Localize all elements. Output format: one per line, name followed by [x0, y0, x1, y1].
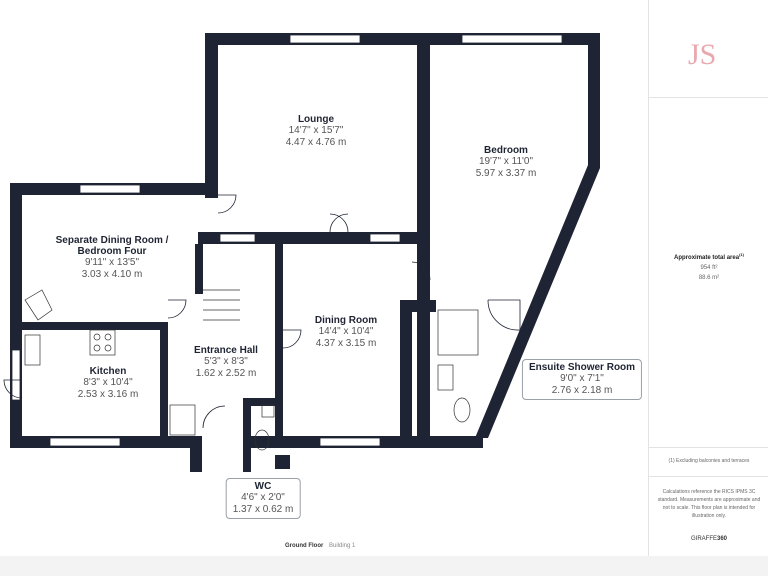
room-size-metric: 1.62 x 2.52 m	[195, 368, 257, 379]
room-size-imperial: 8'3" x 10'4"	[83, 377, 133, 388]
bottom-bar	[0, 556, 768, 576]
brand-name: GIRAFFE	[690, 536, 717, 542]
room-size-metric: 2.76 x 2.18 m	[551, 385, 613, 396]
area-m: 88.6 m²	[698, 275, 720, 281]
room-name: Ensuite Shower Room	[528, 362, 636, 373]
fixtures	[24, 289, 479, 451]
area-note-mark: (1)	[739, 252, 744, 257]
room-size-metric: 4.37 x 3.15 m	[315, 338, 377, 349]
room-size-imperial: 9'0" x 7'1"	[560, 373, 604, 384]
room-size-imperial: 14'7" x 15'7"	[288, 125, 344, 136]
room-size-metric: 2.53 x 3.16 m	[77, 389, 139, 400]
divider	[649, 97, 768, 98]
divider	[649, 476, 768, 477]
room-size-imperial: 19'7" x 11'0"	[478, 156, 534, 167]
info-sidebar: Approximate total area(1) 954 ft² 88.6 m…	[648, 0, 768, 576]
room-size-metric: 1.37 x 0.62 m	[232, 504, 294, 515]
room-name: Bedroom	[484, 145, 528, 156]
room-name: WC	[254, 481, 272, 492]
logo: JS	[688, 38, 717, 71]
room-name: Separate Dining Room /	[55, 235, 169, 246]
room-size-imperial: 9'11" x 13'5"	[84, 257, 140, 268]
room-name: Lounge	[297, 114, 335, 125]
area-title: Approximate total area(1)	[649, 252, 768, 261]
room-name: Entrance Hall	[194, 345, 258, 356]
room-size-metric: 4.47 x 4.76 m	[285, 137, 347, 148]
room-size-imperial: 4'6" x 2'0"	[241, 492, 285, 503]
room-name: Kitchen	[89, 366, 127, 377]
doors	[3, 194, 521, 429]
room-size-imperial: 5'3" x 8'3"	[204, 356, 248, 367]
room-name: Dining Room	[314, 315, 378, 326]
floor-name: Ground Floor	[285, 543, 324, 549]
floor-caption: Ground Floor Building 1	[285, 543, 355, 549]
area-ft: 954 ft²	[700, 265, 718, 271]
building-name: Building 1	[329, 543, 356, 549]
room-size-metric: 5.97 x 3.37 m	[475, 168, 537, 179]
floor-plan	[3, 33, 600, 472]
windows	[11, 34, 563, 447]
divider	[649, 447, 768, 448]
brand-suffix: 360	[717, 536, 728, 542]
room-name-line-2: Bedroom Four	[77, 246, 147, 257]
area-title-text: Approximate total area	[674, 255, 740, 261]
brand-logo: GIRAFFE360	[649, 535, 768, 543]
room-size-metric: 3.03 x 4.10 m	[81, 269, 143, 280]
disclaimer: Calculations reference the RICS IPMS 3C …	[657, 489, 761, 519]
room-size-imperial: 14'4" x 10'4"	[318, 326, 374, 337]
exclusion-note: (1) Excluding balconies and terraces	[668, 458, 750, 464]
